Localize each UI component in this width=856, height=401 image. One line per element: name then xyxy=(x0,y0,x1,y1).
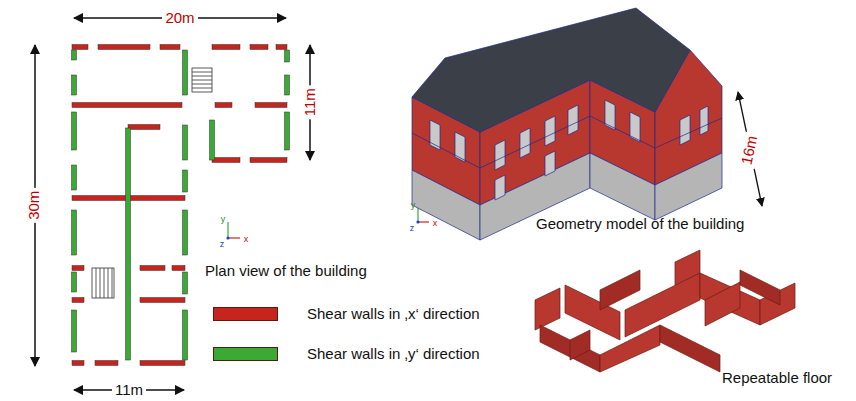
shear-wall xyxy=(72,50,77,60)
shear-wall xyxy=(172,266,185,271)
shear-wall xyxy=(140,361,185,366)
axis-label: y xyxy=(411,201,416,211)
dimension-label: 16m xyxy=(738,131,761,169)
dimension-label: 30m xyxy=(27,187,44,222)
stairs xyxy=(92,68,212,298)
axis-label: z xyxy=(220,240,225,250)
caption: Geometry model of the building xyxy=(536,216,744,233)
plan-walls xyxy=(72,45,290,366)
shear-wall xyxy=(210,120,215,160)
shear-wall xyxy=(72,103,182,108)
shear-wall xyxy=(126,128,131,360)
shear-wall xyxy=(183,50,188,95)
shear-wall xyxy=(72,210,77,255)
shear-wall xyxy=(183,170,188,192)
axis-icon xyxy=(226,207,429,240)
caption: Plan view of the building xyxy=(205,263,367,280)
legend-swatch xyxy=(213,307,278,321)
shear-wall xyxy=(212,158,240,163)
shear-wall xyxy=(160,45,180,50)
shear-wall xyxy=(250,158,287,163)
shear-wall xyxy=(285,75,290,95)
shear-wall xyxy=(140,266,165,271)
shear-wall xyxy=(72,310,77,352)
shear-wall xyxy=(140,298,185,303)
shear-wall xyxy=(183,125,188,160)
shear-wall xyxy=(250,45,268,50)
shear-wall xyxy=(183,310,188,360)
dimension-label: 20m xyxy=(162,10,197,27)
shear-wall xyxy=(128,125,160,130)
shear-wall xyxy=(72,45,88,50)
shear-wall xyxy=(255,103,287,108)
shear-wall xyxy=(98,45,150,50)
axis-label: y xyxy=(221,215,226,225)
legend-text: Shear walls in ‚x‘ direction xyxy=(307,306,480,323)
legend-text: Shear walls in ‚y‘ direction xyxy=(307,346,480,363)
shear-wall xyxy=(183,210,188,255)
legend-swatch xyxy=(213,347,278,361)
floor-walls xyxy=(535,250,795,372)
shear-wall xyxy=(183,272,188,294)
shear-wall xyxy=(72,361,84,366)
shear-wall xyxy=(285,112,290,150)
building-model xyxy=(412,8,722,240)
shear-wall xyxy=(95,361,118,366)
axis-label: x xyxy=(244,235,249,245)
dimension-line xyxy=(738,92,762,206)
shear-wall xyxy=(72,165,77,190)
shear-wall xyxy=(72,272,77,292)
axis-label: x xyxy=(433,219,438,229)
shear-wall xyxy=(72,75,77,95)
caption: Repeatable floor xyxy=(722,370,832,387)
shear-wall xyxy=(285,50,290,62)
dimension-label: 11m xyxy=(112,382,146,399)
axis-label: z xyxy=(410,224,415,234)
shear-wall xyxy=(212,45,240,50)
shear-wall xyxy=(72,266,84,271)
dimension-label: 11m xyxy=(302,85,319,119)
shear-wall xyxy=(72,298,84,303)
shear-wall xyxy=(72,112,77,150)
shear-wall xyxy=(276,45,287,50)
shear-wall xyxy=(215,103,232,108)
